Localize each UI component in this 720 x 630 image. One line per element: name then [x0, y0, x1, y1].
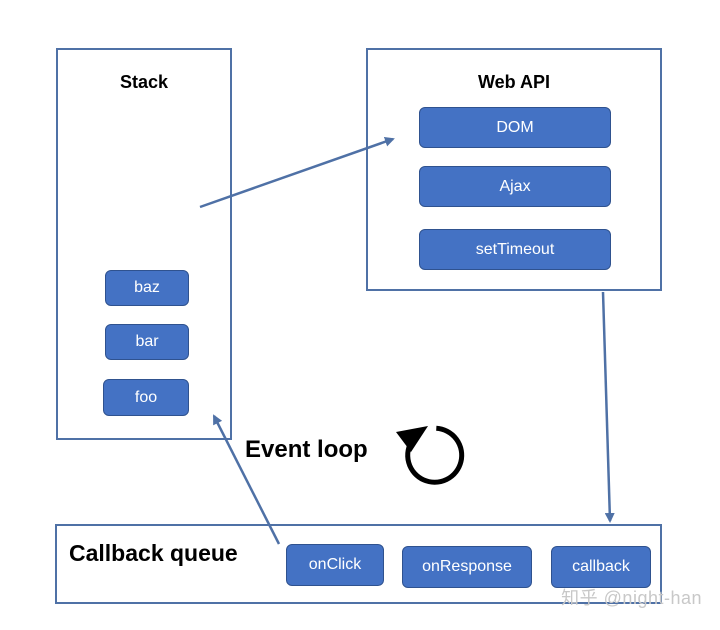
arrow-stack-to-webapi: [199, 136, 395, 209]
stack-panel: Stack: [56, 48, 232, 440]
web-api-title: Web API: [477, 72, 550, 92]
arrow-webapi-to-queue: [601, 291, 615, 523]
stack-frame-bar: bar: [105, 324, 189, 360]
stack-frame-baz: baz: [105, 270, 189, 306]
queue-item-callback: callback: [551, 546, 651, 588]
api-ajax: Ajax: [419, 166, 611, 207]
arrow-queue-to-stack: [212, 414, 281, 545]
stack-title: Stack: [119, 72, 169, 92]
callback-queue-title: Callback queue: [69, 540, 238, 566]
refresh-icon: [396, 425, 465, 485]
api-settimeout: setTimeout: [419, 229, 611, 270]
queue-item-onresponse: onResponse: [402, 546, 532, 588]
event-loop-label: Event loop: [245, 436, 368, 463]
queue-item-onclick: onClick: [286, 544, 384, 586]
api-dom: DOM: [419, 107, 611, 148]
watermark: 知乎 @night-han: [561, 588, 702, 608]
stack-frame-foo: foo: [103, 379, 189, 416]
